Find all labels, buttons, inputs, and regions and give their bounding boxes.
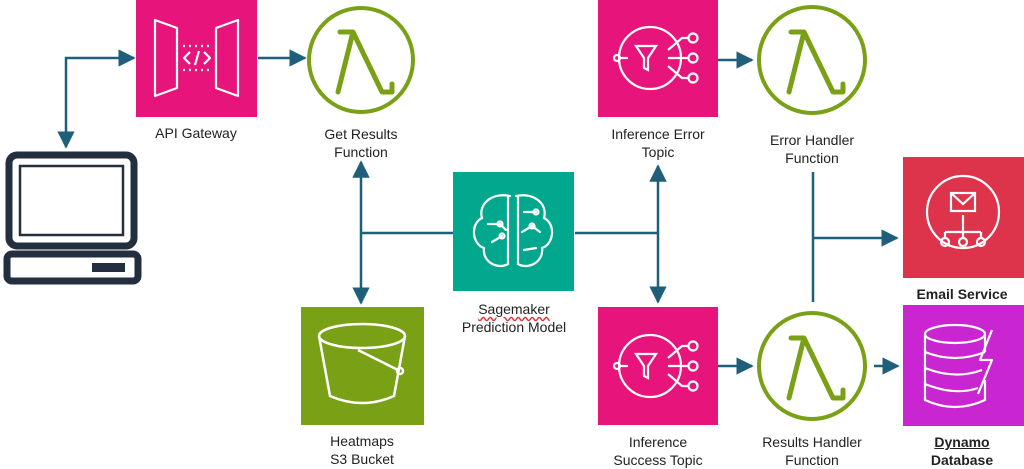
computer-icon — [3, 151, 142, 285]
api-gateway-icon — [153, 18, 240, 98]
error-handler-lambda — [757, 5, 867, 115]
results-handler-label-line2: Function — [785, 452, 839, 468]
error-handler-label: Error Handler Function — [742, 131, 882, 167]
sagemaker-box — [453, 172, 574, 291]
s3-box — [301, 307, 424, 425]
get-results-label: Get Results Function — [291, 125, 431, 161]
error-topic-box — [598, 0, 718, 117]
error-topic-label-line1: Inference Error — [611, 126, 705, 142]
connectors — [57, 49, 900, 375]
api-gateway-box — [136, 0, 257, 117]
dynamodb-icon — [923, 323, 994, 409]
sagemaker-label-line1: Sagemaker — [478, 301, 550, 317]
success-topic-label-line1: Inference — [628, 434, 688, 450]
error-topic-label-line2: Topic — [641, 144, 675, 160]
email-label: Email Service — [900, 285, 1024, 303]
lambda-icon — [786, 29, 846, 95]
results-handler-label-line1: Results Handler — [762, 434, 862, 450]
success-topic-box — [598, 307, 718, 425]
error-handler-label-line2: Function — [785, 150, 839, 166]
dynamo-label: Dynamo Database — [900, 433, 1024, 469]
lambda-icon — [335, 29, 395, 95]
s3-label-line2: S3 Bucket — [330, 451, 394, 467]
results-handler-label: Results Handler Function — [742, 433, 882, 469]
sns-topic-icon — [612, 333, 699, 399]
email-box — [903, 157, 1024, 278]
dynamo-box — [903, 305, 1024, 426]
sagemaker-label: Sagemaker Prediction Model — [444, 300, 584, 336]
email-icon — [925, 174, 1001, 250]
get-results-label-line1: Get Results — [324, 126, 398, 142]
dynamo-label-line2: Database — [930, 452, 994, 468]
dynamo-label-line1: Dynamo — [934, 434, 990, 450]
sagemaker-label-line2: Prediction Model — [461, 319, 567, 335]
brain-icon — [472, 194, 554, 268]
get-results-label-line2: Function — [334, 144, 388, 160]
results-handler-lambda — [757, 311, 867, 421]
success-topic-label-line2: Success Topic — [613, 452, 703, 468]
s3-label: Heatmaps S3 Bucket — [292, 432, 432, 468]
error-handler-label-line1: Error Handler — [769, 132, 855, 148]
api-gateway-label-line1: API Gateway — [155, 125, 237, 141]
lambda-icon — [786, 335, 846, 401]
bucket-icon — [317, 322, 407, 405]
s3-label-line1: Heatmaps — [330, 433, 394, 449]
get-results-lambda — [307, 6, 415, 114]
email-label-line1: Email Service — [916, 286, 1008, 302]
client-api-arrow — [57, 49, 136, 149]
sns-topic-icon — [612, 25, 699, 91]
api-gateway-label: API Gateway — [126, 124, 266, 142]
error-topic-label: Inference Error Topic — [588, 125, 728, 161]
success-topic-label: Inference Success Topic — [588, 433, 728, 469]
